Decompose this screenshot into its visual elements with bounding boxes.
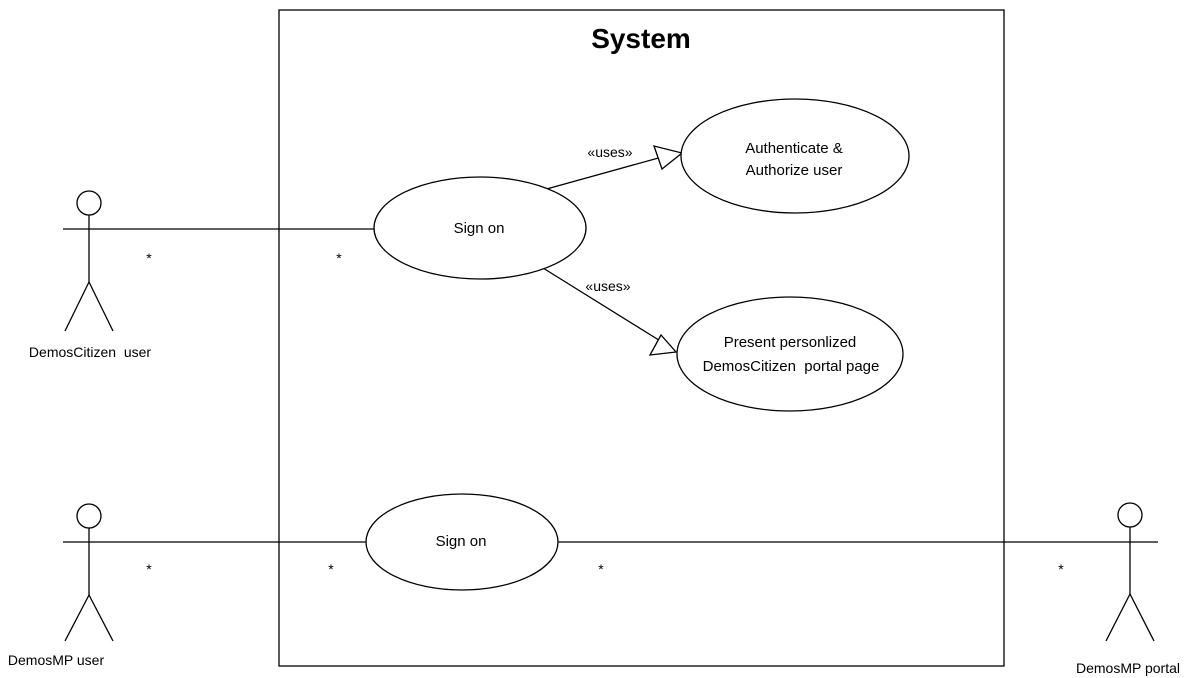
use-case-sign-on-mp-label: Sign on [436, 533, 487, 550]
uses-arrow-present-head [648, 333, 678, 356]
uses-arrow-present-line [542, 267, 663, 343]
use-case-present-page-label-line1: Present personlized [724, 334, 857, 351]
multiplicity-portal-usecase-end: * [598, 561, 604, 577]
uses-arrow-authenticate-line [542, 156, 663, 191]
uses-label-1: «uses» [587, 144, 632, 160]
use-case-authenticate: Authenticate & Authorize user [680, 98, 910, 214]
use-case-present-page-label-line2: DemosCitizen portal page [703, 358, 880, 375]
multiplicity-portal-actor-end: * [1058, 561, 1064, 577]
multiplicity-mp-usecase-end: * [328, 561, 334, 577]
multiplicity-citizen-actor-end: * [146, 250, 152, 266]
multiplicity-citizen-usecase-end: * [336, 250, 342, 266]
use-case-present-page: Present personlized DemosCitizen portal … [676, 296, 904, 412]
multiplicity-mp-actor-end: * [146, 561, 152, 577]
system-title: System [591, 23, 691, 54]
actor-demosmp-portal: DemosMP portal [1076, 502, 1180, 676]
uses-label-2: «uses» [585, 278, 630, 294]
system-boundary [278, 9, 1005, 667]
actor-demoscitizen-user-label: DemosCitizen user [29, 344, 151, 360]
actor-demosmp-portal-label: DemosMP portal [1076, 660, 1180, 676]
use-case-authenticate-label-line1: Authenticate & [745, 140, 843, 157]
actor-demosmp-user-label: DemosMP user [8, 652, 105, 668]
use-case-authenticate-label-line2: Authorize user [746, 162, 843, 179]
use-case-sign-on-mp: Sign on [365, 493, 559, 591]
use-case-sign-on-citizen: Sign on [373, 176, 587, 280]
use-case-sign-on-citizen-label: Sign on [454, 220, 505, 237]
uses-arrow-authenticate-head [652, 145, 684, 171]
actor-demosmp-user: DemosMP user [8, 503, 114, 668]
actor-demoscitizen-user: DemosCitizen user [29, 190, 151, 360]
